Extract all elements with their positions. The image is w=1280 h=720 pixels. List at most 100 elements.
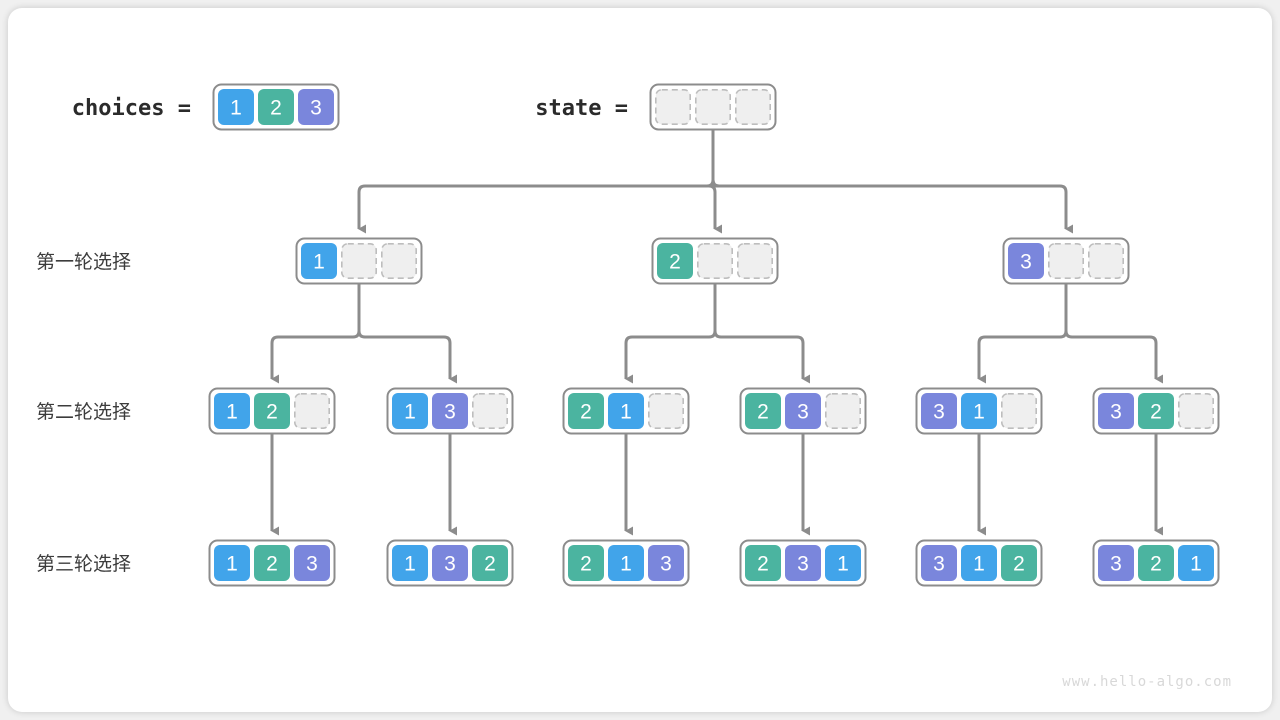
round3-node-3-value-2: 3 <box>660 553 672 576</box>
choices-array-value-1: 2 <box>270 97 282 120</box>
row-label-2: 第二轮选择 <box>36 401 131 423</box>
round3-node-1-value-0: 1 <box>226 553 238 576</box>
round2-node-5-cell-1 <box>961 393 997 429</box>
round1-node-2-cell-empty-1 <box>696 243 733 280</box>
round3-node-3: 2 1 3 <box>562 539 690 587</box>
round2-node-6-cell-0 <box>1098 393 1134 429</box>
connector-round1-2-to-round2-3 <box>624 284 717 384</box>
round1-node-1: 1 <box>295 237 423 285</box>
round2-node-6-value-1: 2 <box>1150 401 1162 424</box>
round3-node-3-value-0: 2 <box>580 553 592 576</box>
round2-node-1-cell-1 <box>254 393 290 429</box>
round3-node-3-cell-0 <box>568 545 604 581</box>
round1-node-2: 2 <box>651 237 779 285</box>
round2-node-4-cell-empty-2 <box>824 392 861 429</box>
round3-node-6-value-0: 3 <box>1110 553 1122 576</box>
round1-node-3: 3 <box>1002 237 1130 285</box>
round2-node-6-cell-1 <box>1138 393 1174 429</box>
round3-node-4-value-0: 2 <box>757 553 769 576</box>
choices-array-cell-0 <box>218 89 254 125</box>
round3-node-5-cell-1 <box>961 545 997 581</box>
round2-node-3-value-0: 2 <box>580 401 592 424</box>
round3-node-6-cell-1 <box>1138 545 1174 581</box>
round3-node-2-cell-1 <box>432 545 468 581</box>
round3-node-1-cell-2 <box>294 545 330 581</box>
round1-node-2-value-0: 2 <box>669 251 681 274</box>
round2-node-2-value-1: 3 <box>444 401 456 424</box>
round3-node-5-cell-0 <box>921 545 957 581</box>
round1-node-2-cell-0 <box>657 243 693 279</box>
round3-node-5-cell-2 <box>1001 545 1037 581</box>
round3-node-1-value-2: 3 <box>306 553 318 576</box>
state-array-cell-empty-0 <box>654 89 691 126</box>
round1-node-3-cell-empty-1 <box>1048 243 1085 280</box>
round3-node-6-value-1: 2 <box>1150 553 1162 576</box>
round3-node-5-value-0: 3 <box>933 553 945 576</box>
round2-node-1-value-1: 2 <box>266 401 278 424</box>
round3-node-2-cell-2 <box>472 545 508 581</box>
round3-node-2-value-0: 1 <box>404 553 416 576</box>
connector-root-to-round1-1 <box>357 130 715 234</box>
round1-node-1-cell-empty-1 <box>340 243 377 280</box>
round3-node-6: 3 2 1 <box>1092 539 1220 587</box>
round3-node-3-cell-1 <box>608 545 644 581</box>
connector-round1-3-to-round2-6 <box>1064 284 1163 384</box>
round3-node-6-cell-2 <box>1178 545 1214 581</box>
choices-array-value-2: 3 <box>310 97 322 120</box>
round3-node-3-value-1: 1 <box>620 553 632 576</box>
round2-node-5-value-1: 1 <box>973 401 985 424</box>
round2-node-1-cell-0 <box>214 393 250 429</box>
round3-node-4-cell-1 <box>785 545 821 581</box>
round2-node-6-value-0: 3 <box>1110 401 1122 424</box>
round1-node-1-value-0: 1 <box>313 251 325 274</box>
round3-node-2-value-1: 3 <box>444 553 456 576</box>
round2-node-2-value-0: 1 <box>404 401 416 424</box>
connector-root-to-round1-3 <box>711 130 1073 234</box>
round1-node-2-cell-empty-2 <box>736 243 773 280</box>
round2-node-5-cell-0 <box>921 393 957 429</box>
state-label: state = <box>535 96 628 121</box>
connector-round1-1-to-round2-2 <box>357 284 457 384</box>
round2-node-4-value-0: 2 <box>757 401 769 424</box>
diagram-card <box>8 8 1272 712</box>
round2-node-2-cell-0 <box>392 393 428 429</box>
round1-node-3-value-0: 3 <box>1020 251 1032 274</box>
round1-node-1-cell-empty-2 <box>380 243 417 280</box>
round1-node-3-cell-empty-2 <box>1088 243 1125 280</box>
round2-node-5-value-0: 3 <box>933 401 945 424</box>
round3-node-4-value-1: 3 <box>797 553 809 576</box>
round2-node-6-cell-empty-2 <box>1178 392 1215 429</box>
round3-node-6-value-2: 1 <box>1190 553 1202 576</box>
row-label-3: 第三轮选择 <box>36 553 131 575</box>
round3-node-1: 1 2 3 <box>208 539 336 587</box>
connector-round1-2-to-round2-4 <box>713 284 810 384</box>
round2-node-4-cell-0 <box>745 393 781 429</box>
round3-node-4-cell-0 <box>745 545 781 581</box>
round1-node-3-cell-0 <box>1008 243 1044 279</box>
watermark-text: www.hello-algo.com <box>1062 674 1232 690</box>
round2-node-3-cell-0 <box>568 393 604 429</box>
round2-node-4-value-1: 3 <box>797 401 809 424</box>
round3-node-1-cell-1 <box>254 545 290 581</box>
round3-node-2-cell-0 <box>392 545 428 581</box>
round2-node-5-cell-empty-2 <box>1000 392 1037 429</box>
round2-node-3-cell-1 <box>608 393 644 429</box>
round2-node-4-cell-1 <box>785 393 821 429</box>
choices-array-cell-1 <box>258 89 294 125</box>
round3-node-1-cell-0 <box>214 545 250 581</box>
round3-node-1-value-1: 2 <box>266 553 278 576</box>
state-array <box>649 83 777 131</box>
round2-node-3-value-1: 1 <box>620 401 632 424</box>
round2-node-3-cell-empty-2 <box>647 392 684 429</box>
